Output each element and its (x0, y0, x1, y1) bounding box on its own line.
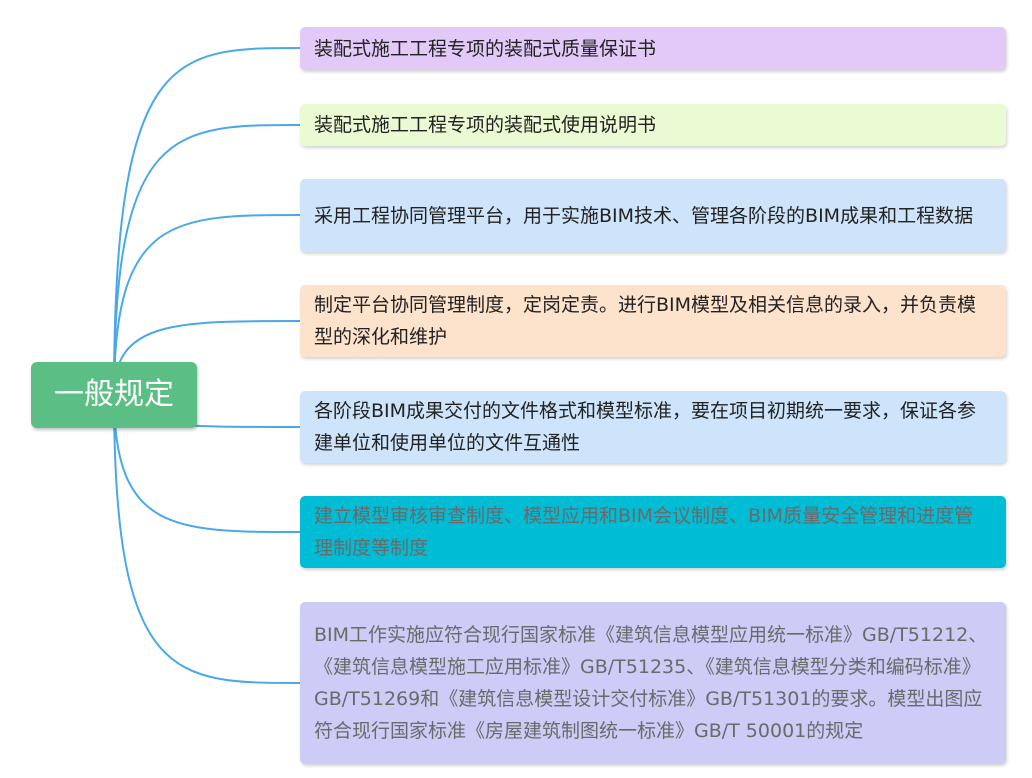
topic-text: 建立模型审核审查制度、模型应用和BIM会议制度、BIM质量安全管理和进度管理制度… (314, 505, 974, 559)
topic-text: BIM工作实施应符合现行国家标准《建筑信息模型应用统一标准》GB/T51212、… (314, 624, 988, 742)
topic-text: 各阶段BIM成果交付的文件格式和模型标准，要在项目初期统一要求，保证各参建单位和… (314, 400, 977, 454)
connector-line-2 (113, 124, 301, 396)
topic-collaboration-platform[interactable]: 采用工程协同管理平台，用于实施BIM技术、管理各阶段的BIM成果和工程数据 (300, 179, 1006, 252)
topic-national-standards[interactable]: BIM工作实施应符合现行国家标准《建筑信息模型应用统一标准》GB/T51212、… (300, 602, 1006, 764)
topic-platform-management[interactable]: 制定平台协同管理制度，定岗定责。进行BIM模型及相关信息的录入，并负责模型的深化… (300, 285, 1006, 357)
topic-text: 制定平台协同管理制度，定岗定责。进行BIM模型及相关信息的录入，并负责模型的深化… (314, 294, 977, 348)
topic-text: 装配式施工工程专项的装配式使用说明书 (314, 114, 657, 136)
topic-text: 装配式施工工程专项的装配式质量保证书 (314, 37, 657, 60)
topic-quality-guarantee[interactable]: 装配式施工工程专项的装配式质量保证书 (300, 27, 1006, 70)
topic-text: 采用工程协同管理平台，用于实施BIM技术、管理各阶段的BIM成果和工程数据 (314, 204, 974, 227)
connector-line-1 (113, 47, 301, 396)
root-topic[interactable]: 一般规定 (31, 362, 197, 428)
topic-file-format-standard[interactable]: 各阶段BIM成果交付的文件格式和模型标准，要在项目初期统一要求，保证各参建单位和… (300, 391, 1006, 463)
connector-line-7 (113, 394, 301, 684)
topic-review-systems[interactable]: 建立模型审核审查制度、模型应用和BIM会议制度、BIM质量安全管理和进度管理制度… (300, 496, 1006, 568)
topic-usage-manual[interactable]: 装配式施工工程专项的装配式使用说明书 (300, 104, 1006, 146)
